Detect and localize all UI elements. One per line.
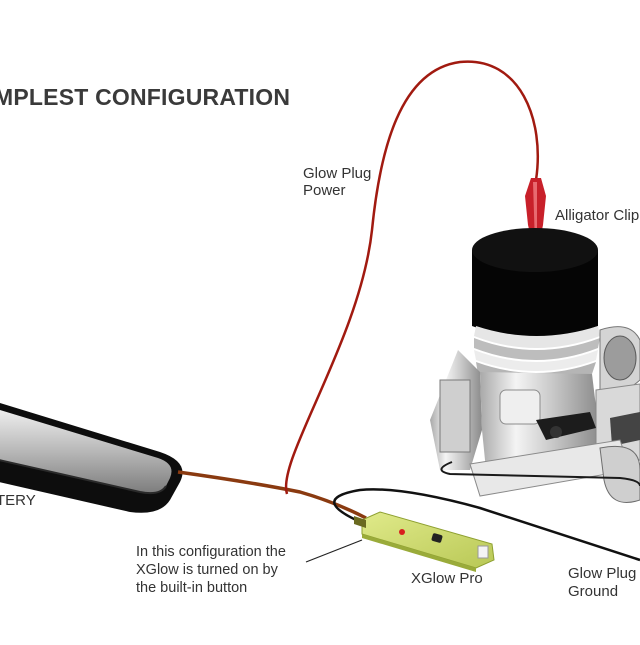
glow-plug-ground-label-line: Ground bbox=[568, 582, 619, 600]
config-note-line: In this configuration the bbox=[136, 544, 286, 560]
config-note-line: the built-in button bbox=[136, 580, 248, 596]
glow-plug-power-label-line: Power bbox=[303, 182, 346, 199]
glow-plug-power-label: Glow Plug Power bbox=[303, 165, 371, 199]
xglow-pro-label: XGlow Pro bbox=[411, 570, 483, 587]
config-note: In this configuration the XGlow is turne… bbox=[136, 543, 286, 597]
glow-plug-ground-label-line: Glow Plug bbox=[568, 565, 637, 582]
battery bbox=[0, 403, 183, 513]
page-title: MPLEST CONFIGURATION bbox=[0, 84, 291, 110]
ground-lead-wire bbox=[333, 488, 640, 562]
config-note-line: XGlow is turned on by bbox=[136, 562, 278, 578]
battery-label: TERY bbox=[0, 492, 36, 509]
engine bbox=[430, 228, 640, 503]
glow-plug-ground-label: Glow Plug Ground bbox=[568, 565, 636, 600]
xglow-pro-board bbox=[354, 511, 495, 572]
battery-lead-wire bbox=[177, 470, 367, 520]
alligator-clip-label: Alligator Clip bbox=[555, 207, 640, 224]
glow-plug-power-wire bbox=[284, 60, 540, 495]
glow-plug-ground-wire bbox=[440, 461, 640, 487]
config-note-pointer bbox=[305, 539, 363, 563]
glow-plug-power-label-line: Glow Plug bbox=[303, 165, 372, 182]
